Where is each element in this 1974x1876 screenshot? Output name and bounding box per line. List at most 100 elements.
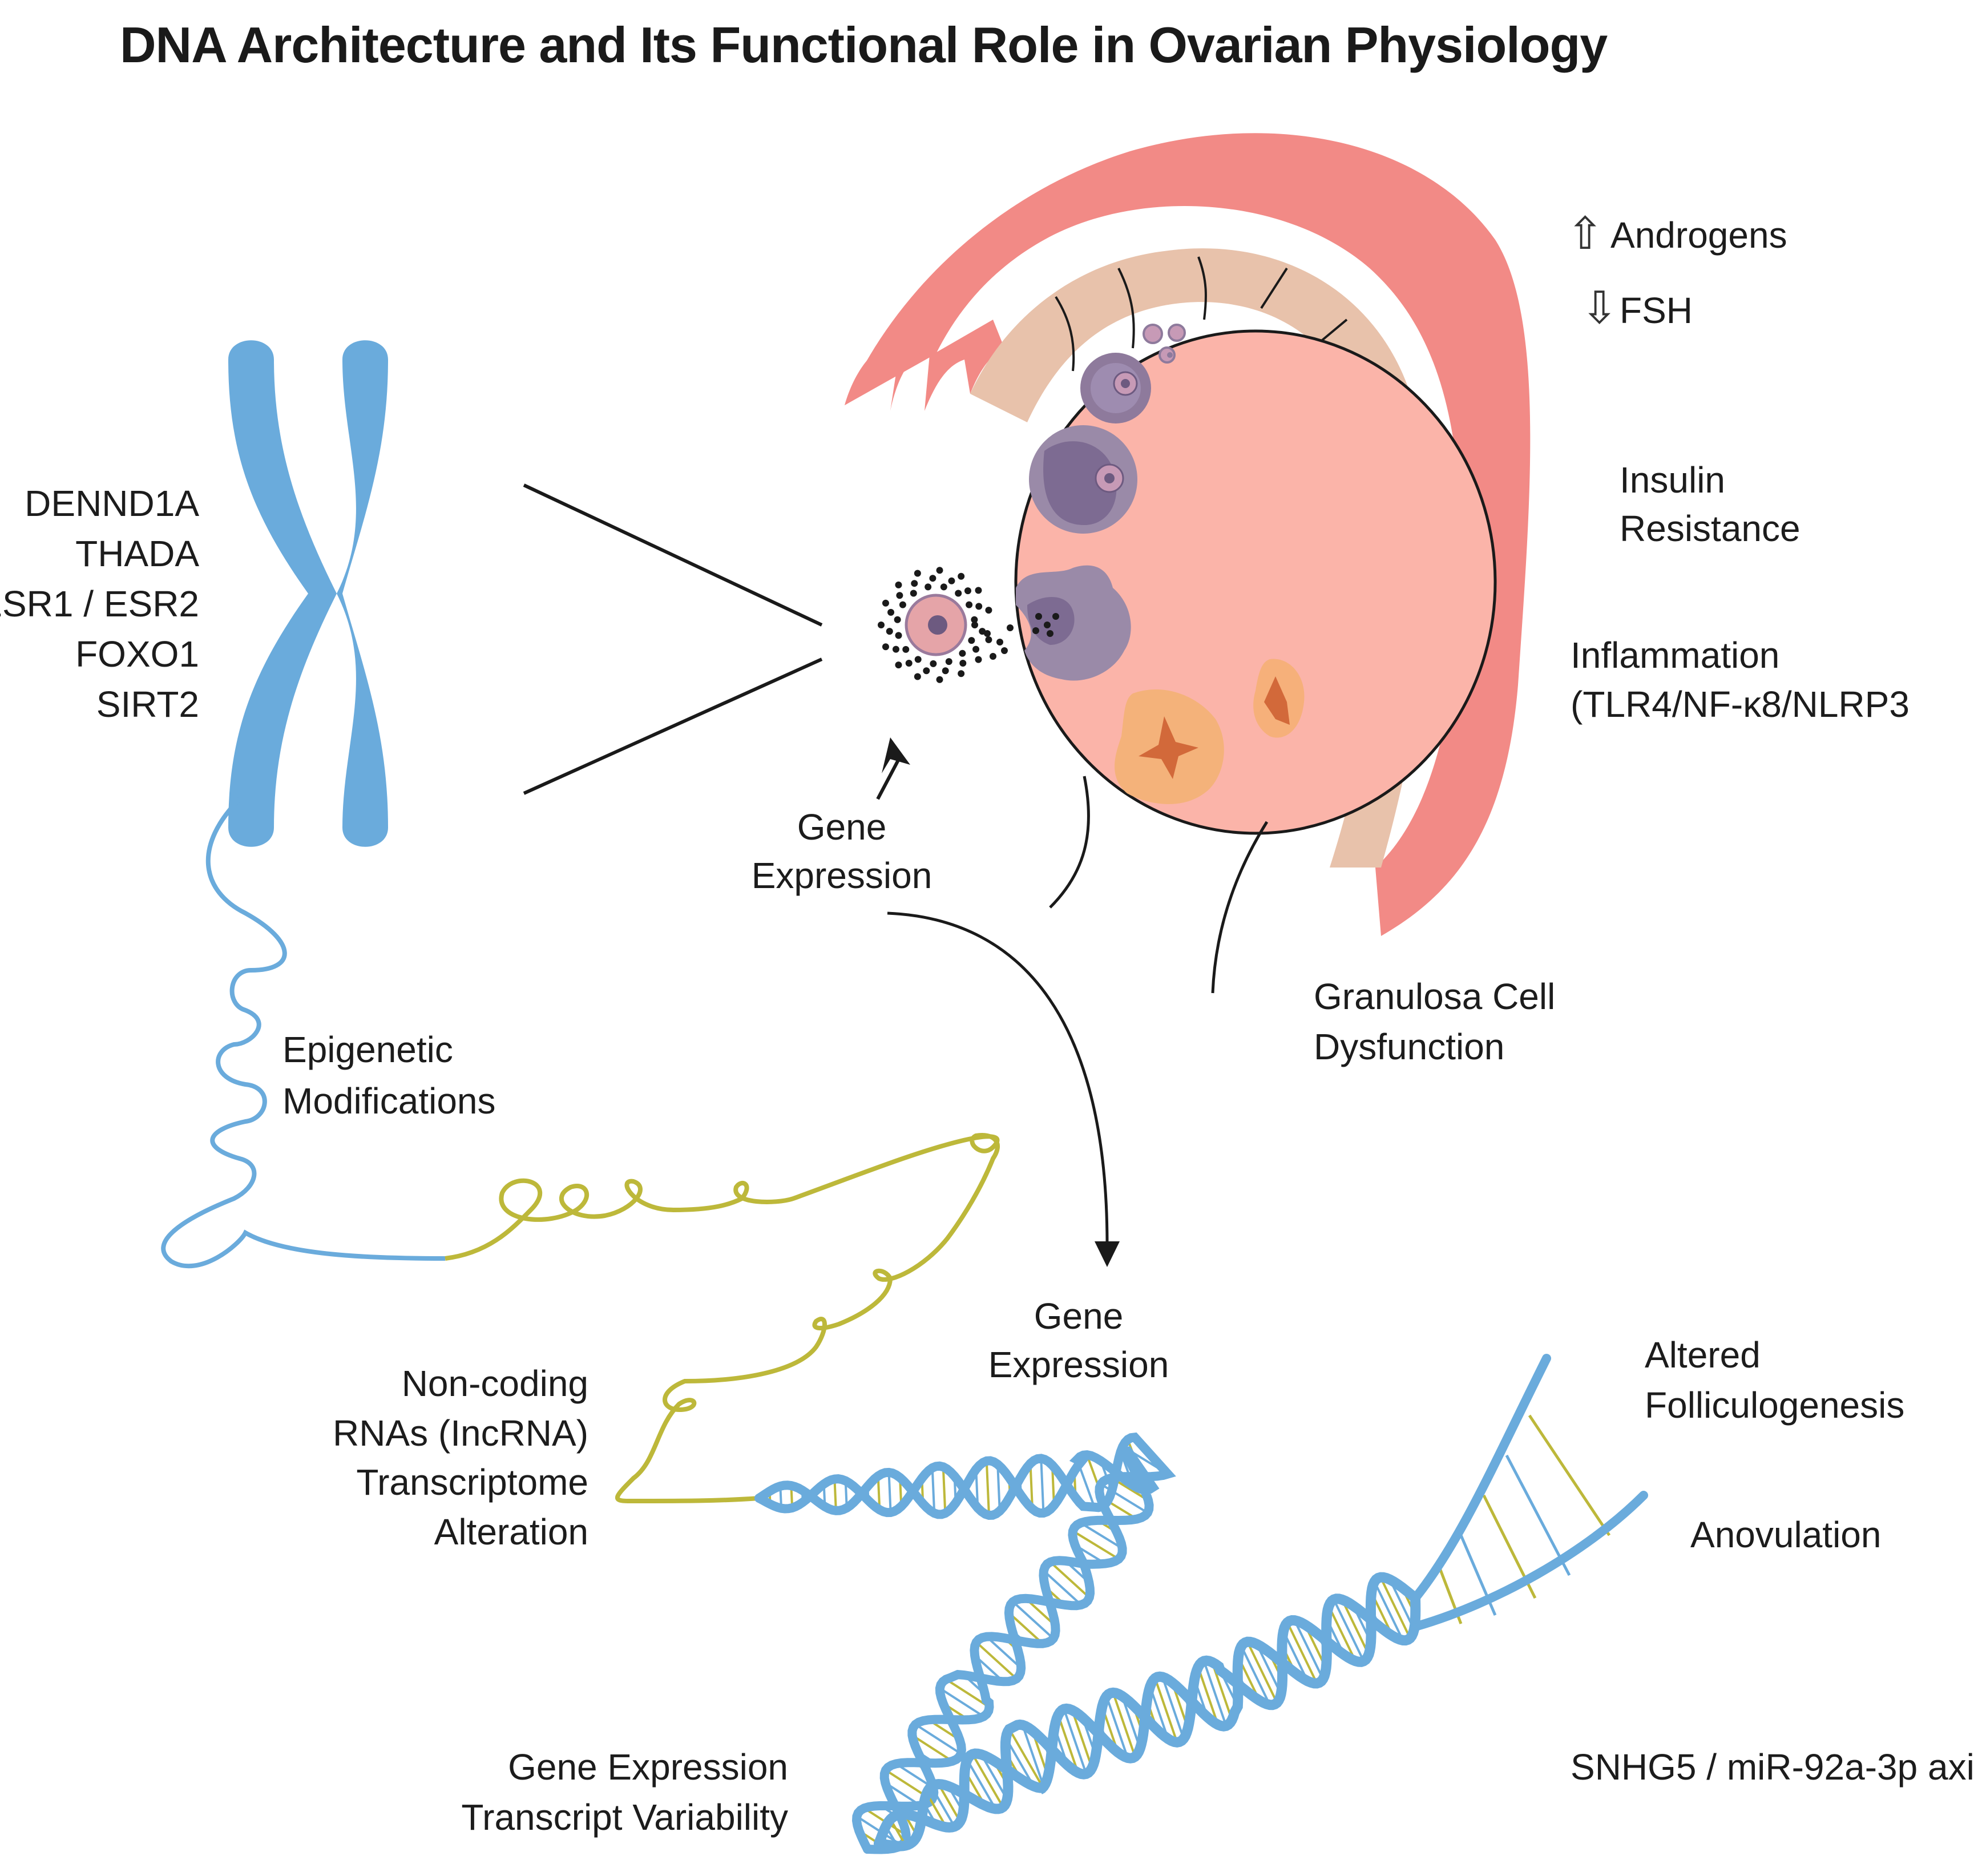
cumulus-dot	[886, 628, 893, 635]
folliculogenesis-label: Altered	[1645, 1334, 1761, 1375]
cumulus-dot	[955, 590, 962, 597]
arrow-to-oocyte	[876, 737, 910, 800]
cumulus-dot	[968, 637, 975, 644]
gene-expression-label-lower: Expression	[988, 1344, 1169, 1385]
cumulus-dot	[923, 667, 930, 675]
gene-expression-label: Gene	[797, 806, 887, 848]
cumulus-dot	[990, 653, 996, 660]
inflammation-label: (TLR4/NF-κ8/NLRP3	[1571, 684, 1910, 725]
cumulus-dot	[930, 660, 937, 667]
down-arrow-icon: ⇩	[1581, 283, 1618, 334]
chromatin-strand	[161, 797, 446, 1269]
cumulus-dot	[959, 659, 967, 667]
cumulus-dot	[971, 622, 978, 628]
corpus-albicans	[1253, 659, 1305, 738]
cumulus-dot	[948, 577, 955, 584]
cumulus-dot	[882, 643, 889, 651]
secondary-follicle	[1080, 353, 1151, 423]
cumulus-dot	[899, 601, 906, 608]
epigenetic-label: Epigenetic	[282, 1029, 453, 1070]
cumulus-dot	[925, 583, 932, 591]
cumulus-dot	[958, 670, 965, 677]
gene-label: ESR1 / ESR2	[0, 583, 199, 624]
cumulus-dot	[936, 676, 943, 683]
cumulus-dot	[975, 587, 982, 594]
cumulus-dot	[887, 608, 895, 616]
insulin-label: Resistance	[1620, 508, 1801, 549]
fimbriae	[845, 320, 1004, 411]
gene-label: SIRT2	[96, 684, 199, 725]
cumulus-dot	[996, 639, 1003, 645]
cumulus-dot	[942, 667, 949, 675]
ovary	[1014, 324, 1497, 994]
zoom-lines	[523, 483, 823, 795]
insulin-label: Insulin	[1620, 459, 1725, 501]
cumulus-dot	[959, 649, 966, 657]
antral-follicle	[1029, 425, 1137, 534]
cumulus-dot	[975, 656, 982, 663]
gene-expression-label: Expression	[751, 855, 932, 896]
diagram-title: DNA Architecture and Its Functional Role…	[120, 17, 1608, 73]
noncoding-label: Non-coding	[401, 1363, 588, 1404]
snhg5-label: SNHG5 / miR-92a-3p axis	[1571, 1746, 1974, 1788]
helix-upper-strand-2	[754, 1446, 1160, 1854]
folliculogenesis-label: Folliculogenesis	[1645, 1385, 1905, 1426]
cumulus-dot	[911, 580, 918, 587]
noncoding-rna-strand	[445, 1133, 1000, 1504]
anovulation-label: Anovulation	[1690, 1514, 1882, 1555]
ruptured-follicle	[1016, 565, 1131, 681]
cumulus-dot	[895, 632, 902, 639]
cumulus-dot	[895, 661, 902, 669]
transcript-variability-label: Gene Expression	[508, 1746, 788, 1788]
helix-lower-strand-2	[874, 1593, 1421, 1849]
cumulus-dot	[940, 583, 947, 591]
gene-label: DENND1A	[25, 483, 199, 524]
inflammation-label: Inflammation	[1571, 635, 1780, 676]
oocyte	[878, 567, 1014, 683]
cumulus-dot	[936, 567, 943, 574]
cumulus-dot	[905, 659, 913, 667]
cumulus-dot	[966, 601, 973, 608]
cumulus-dot	[914, 673, 921, 680]
fsh-label: FSH	[1620, 290, 1693, 331]
cumulus-dot	[914, 570, 921, 577]
cumulus-dot	[964, 587, 971, 595]
androgens-label: Androgens	[1610, 215, 1787, 256]
tube-outer-wall	[845, 133, 1531, 936]
noncoding-label: Alteration	[434, 1511, 588, 1552]
cumulus-dot	[1007, 624, 1014, 631]
cumulus-dot	[914, 656, 922, 663]
cumulus-dot	[882, 599, 889, 607]
dna-helices	[754, 1354, 1648, 1854]
cumulus-dot	[985, 636, 992, 643]
noncoding-label: RNAs (IncRNA)	[332, 1413, 588, 1454]
epigenetic-label: Modifications	[282, 1080, 496, 1121]
transcript-variability-label: Transcript Variability	[461, 1797, 788, 1838]
cumulus-dot	[894, 616, 901, 623]
cumulus-dot	[971, 616, 978, 623]
granulosa-label: Granulosa Cell	[1314, 976, 1556, 1017]
gene-expression-label-lower: Gene	[1034, 1296, 1124, 1337]
fork-strand-1	[1411, 1354, 1551, 1603]
cumulus-dot	[929, 575, 936, 582]
fork-strand-2	[1411, 1491, 1648, 1631]
cumulus-dot	[945, 658, 952, 665]
noncoding-label: Transcriptome	[356, 1462, 588, 1503]
arrow-to-gene-expression	[887, 911, 1120, 1267]
gene-label: THADA	[75, 533, 199, 574]
cumulus-dot	[972, 645, 980, 653]
tube-inner-layer	[970, 248, 1431, 868]
granulosa-label: Dysfunction	[1314, 1026, 1505, 1067]
cumulus-dot	[1001, 647, 1008, 654]
primordial-follicles	[1143, 324, 1186, 364]
helix-upper-strand-1	[754, 1432, 1176, 1854]
chromosome	[228, 340, 388, 847]
cumulus-dot	[975, 603, 983, 610]
cumulus-dot	[878, 622, 885, 628]
cumulus-dot	[895, 581, 902, 588]
corpus-luteum	[1115, 689, 1224, 804]
cumulus-dot	[985, 607, 992, 614]
gene-label: FOXO1	[75, 634, 199, 675]
cumulus-dot	[902, 645, 910, 653]
